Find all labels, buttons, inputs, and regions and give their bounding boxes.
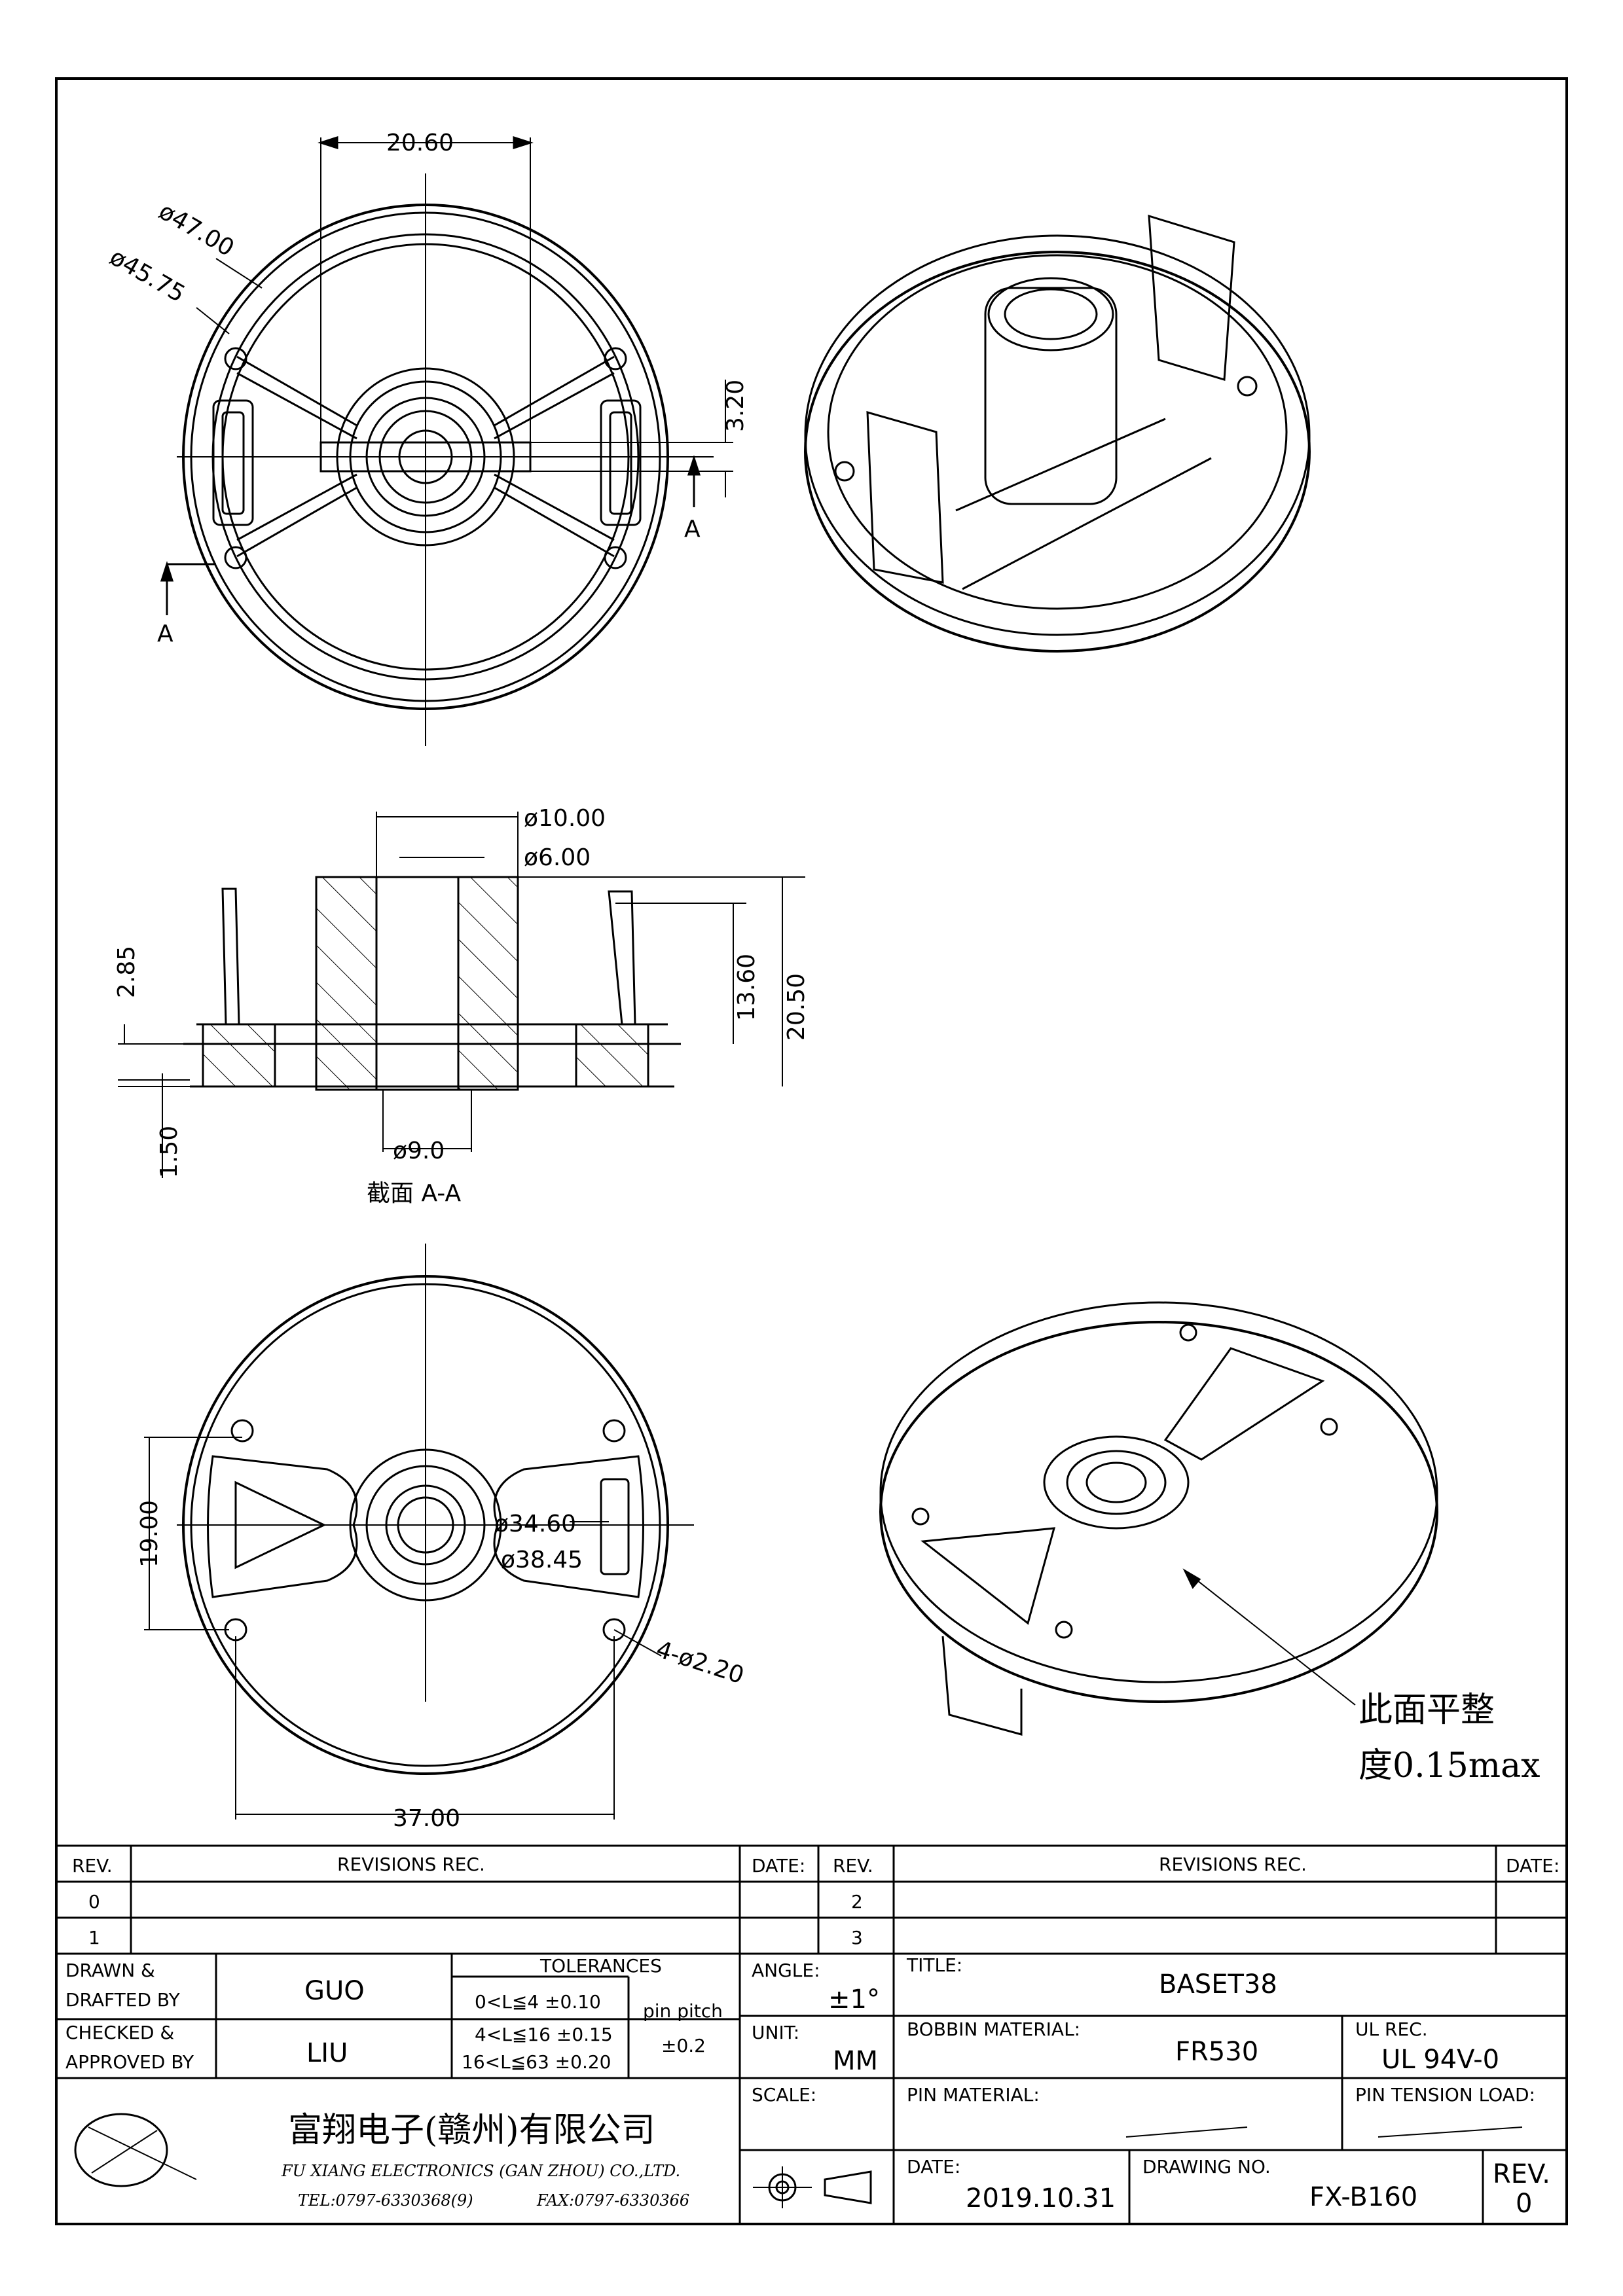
checked-label-2: APPROVED BY [65, 2051, 194, 2073]
flatness-note-line2: 度0.15max [1359, 1746, 1540, 1785]
company-en: FU XIANG ELECTRONICS (GAN ZHOU) CO.,LTD. [281, 2162, 680, 2180]
bottom-view [144, 1244, 694, 1820]
dim-pin-height: 13.60 [733, 954, 760, 1021]
dim-total-height: 20.50 [783, 973, 810, 1041]
unit-label: UNIT: [752, 2022, 799, 2043]
angle-label: ANGLE: [752, 1960, 820, 1981]
date-value: 2019.10.31 [966, 2183, 1116, 2214]
company-tel: TEL:0797-6330368(9) [298, 2191, 473, 2210]
unit-value: MM [833, 2046, 878, 2076]
checked-label-1: CHECKED & [65, 2022, 174, 2043]
rev-header: REV. [72, 1855, 113, 1876]
section-marker-a2: A [684, 516, 701, 543]
drawing-no-label: DRAWING NO. [1142, 2156, 1271, 2178]
pin-material-label: PIN MATERIAL: [907, 2084, 1040, 2106]
section-label: 截面 A-A [367, 1180, 461, 1207]
dim-top-width: 20.60 [386, 130, 454, 156]
revisions-header-2: REVISIONS REC. [1159, 1854, 1307, 1875]
scale-label: SCALE: [752, 2084, 816, 2106]
company-cn: 富翔电子(赣州)有限公司 [288, 2111, 655, 2150]
title-label: TITLE: [906, 1954, 962, 1976]
tol-1: 0<L≦4 ±0.10 [475, 1991, 601, 2013]
section-marker-a1: A [157, 620, 173, 647]
iso-view-top [804, 214, 1311, 653]
top-view [160, 135, 733, 746]
dim-flange-offset: 2.85 [113, 946, 140, 998]
drawn-label-1: DRAWN & [65, 1960, 155, 1981]
sheet-border [55, 77, 1568, 2225]
dim-bottom-width: 37.00 [393, 1805, 460, 1832]
dim-bottom-height: 19.00 [136, 1500, 163, 1568]
date-label: DATE: [907, 2156, 960, 2178]
rev-header-2: REV. [833, 1855, 873, 1876]
ul-label: UL REC. [1355, 2018, 1428, 2040]
revisions-header: REVISIONS REC. [337, 1854, 485, 1875]
pin-pitch-value: ±0.2 [661, 2035, 706, 2056]
checked-by: LIU [306, 2038, 348, 2068]
dim-hub-dia: ø9.0 [393, 1138, 445, 1164]
dim-holes: 4-ø2.20 [653, 1636, 747, 1690]
bobbin-label: BOBBIN MATERIAL: [907, 2018, 1080, 2040]
pin-tension-label: PIN TENSION LOAD: [1355, 2084, 1535, 2106]
tol-3: 16<L≦63 ±0.20 [462, 2051, 611, 2073]
bobbin-value: FR530 [1175, 2037, 1258, 2067]
dim-dia-3460: ø34.60 [494, 1511, 576, 1537]
date-header: DATE: [752, 1855, 805, 1876]
dim-offset: 3.20 [722, 380, 749, 432]
dim-bore-outer: ø10.00 [524, 805, 606, 832]
drawing-no-value: FX-B160 [1309, 2182, 1417, 2212]
drawn-by: GUO [304, 1976, 365, 2006]
angle-value: ±1° [828, 1984, 880, 2015]
pin-pitch-label: pin pitch [643, 2000, 723, 2022]
rev-0: 0 [88, 1891, 100, 1912]
rev-3: 3 [851, 1927, 863, 1948]
rev-1: 1 [88, 1927, 100, 1948]
company-fax: FAX:0797-6330366 [536, 2191, 689, 2210]
title-block [55, 1844, 1568, 2225]
tol-2: 4<L≦16 ±0.15 [475, 2024, 613, 2045]
rev-value: 0 [1516, 2189, 1532, 2219]
rev-2: 2 [851, 1891, 863, 1912]
dim-outer-dia: ø47.00 [155, 198, 239, 262]
dim-bore-inner: ø6.00 [524, 844, 591, 871]
flatness-note-line1: 此面平整 [1359, 1691, 1495, 1730]
dim-inner-dia: ø45.75 [105, 243, 190, 308]
ul-value: UL 94V-0 [1381, 2045, 1499, 2075]
dim-base-thickness: 1.50 [156, 1126, 183, 1178]
title-value: BASET38 [1159, 1969, 1277, 2000]
tolerances-label: TOLERANCES [539, 1955, 662, 1977]
rev-label: REV. [1493, 2159, 1550, 2189]
section-view [118, 812, 805, 1178]
dim-dia-3845: ø38.45 [501, 1547, 583, 1573]
iso-view-bottom [879, 1301, 1438, 1736]
drawn-label-2: DRAFTED BY [65, 1989, 181, 2011]
date-header-2: DATE: [1506, 1855, 1559, 1876]
